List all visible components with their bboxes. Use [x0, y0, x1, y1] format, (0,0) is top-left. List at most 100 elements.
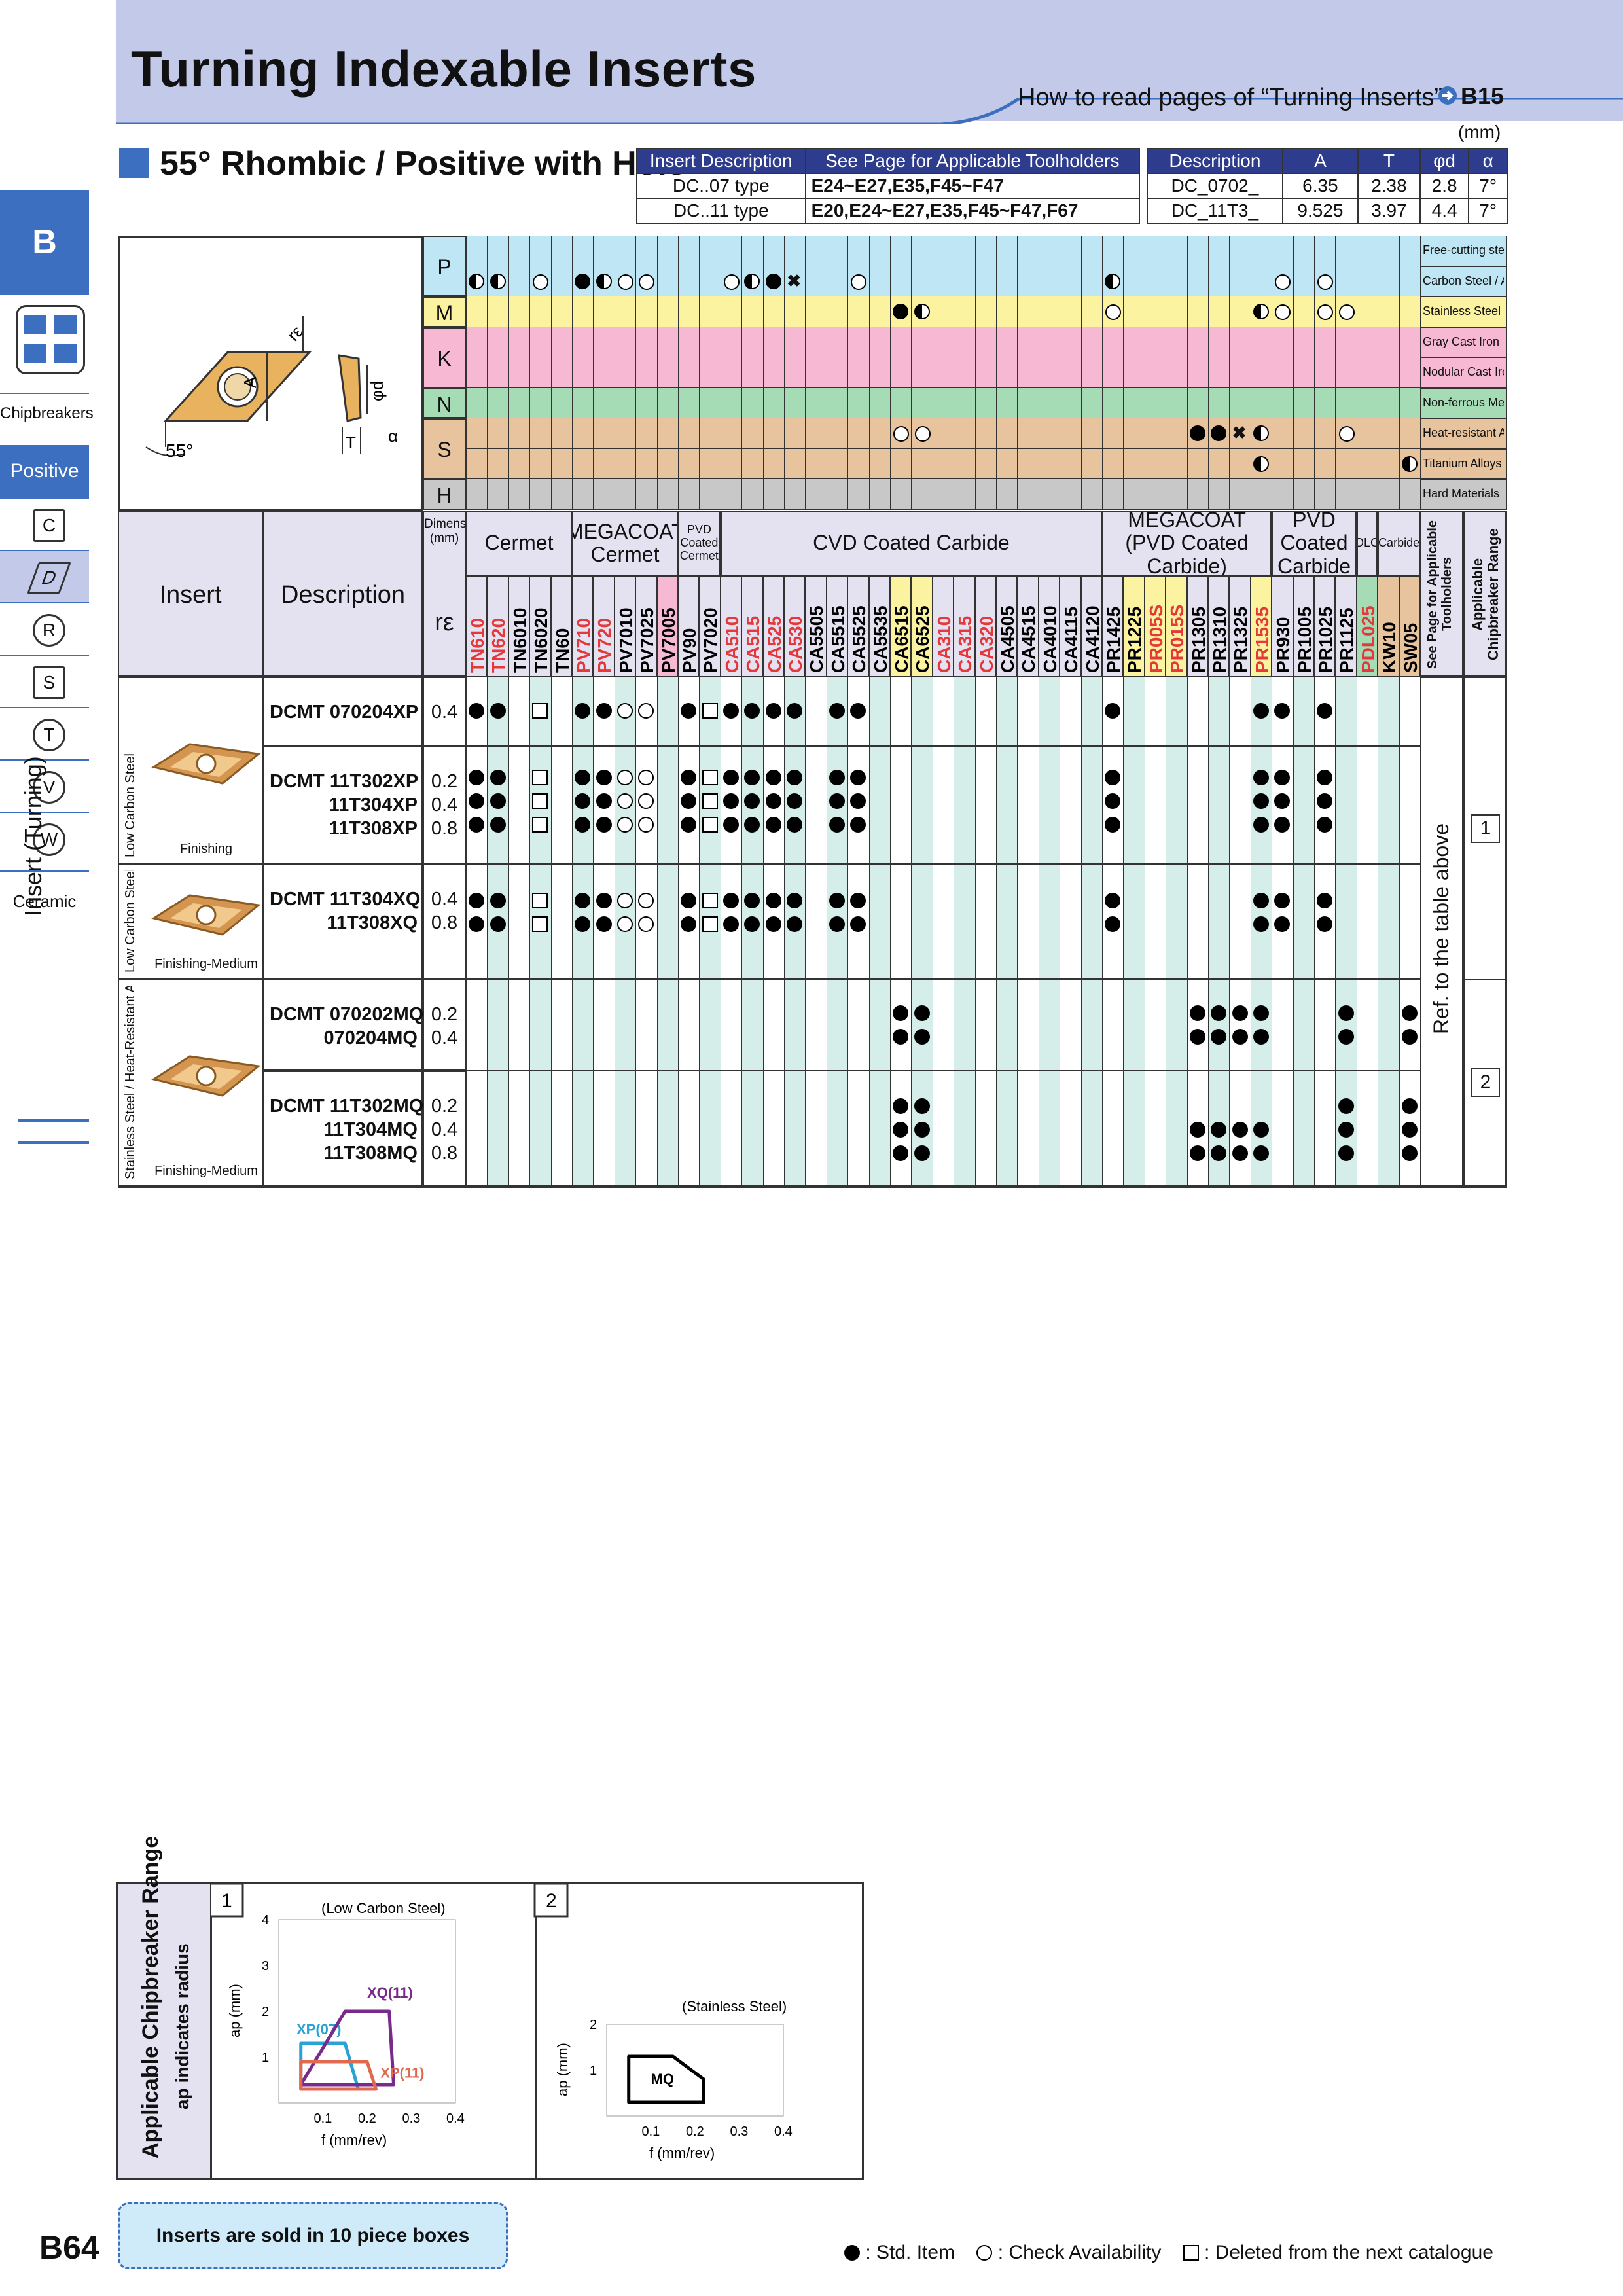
check-availability-icon [638, 916, 654, 932]
std-item-icon [1401, 1098, 1418, 1114]
nose-radius: 0.8 [431, 818, 458, 839]
sidebar-ceramic[interactable]: Ceramic [0, 870, 89, 931]
std-item-icon [490, 817, 506, 833]
insert-description: DCMT 11T302XP [270, 771, 419, 792]
grade-pr1310: PR1310 [1209, 606, 1230, 673]
grade-column [1378, 677, 1399, 1186]
std-item-icon [744, 916, 760, 932]
material-label: Free-cutting steel [1423, 243, 1504, 257]
check-availability-icon [617, 893, 633, 908]
std-item-icon [1105, 817, 1121, 833]
sidebar-shape-t[interactable]: T [0, 707, 89, 761]
grade-ca4120: CA4120 [1082, 605, 1103, 673]
x-tick-label: 0.4 [774, 2125, 793, 2139]
std-item-icon [490, 916, 506, 932]
sidebar-shape-v[interactable]: V [0, 759, 89, 813]
howto-page-ref[interactable]: B15 [1461, 82, 1505, 109]
deleted-item-icon [532, 793, 548, 809]
grade-header-cell [847, 576, 869, 677]
grade-header-cell [890, 576, 912, 677]
range-ref-1[interactable]: 1 [1471, 814, 1500, 843]
header-curve [116, 98, 1623, 124]
material-code-m: M [423, 296, 466, 327]
grade-tn60: TN60 [552, 628, 573, 673]
material-suitability-icon [765, 273, 781, 289]
material-suitability-icon [1275, 274, 1291, 290]
row-divider [1463, 979, 1507, 980]
std-item-icon [1317, 817, 1333, 833]
sidebar-shape-w[interactable]: W [0, 812, 89, 865]
std-item-icon [575, 703, 591, 719]
howto-link[interactable]: How to read pages of “Turning Inserts” [1018, 84, 1443, 111]
grade-sw05: SW05 [1400, 622, 1421, 673]
panel-number-box [210, 1884, 244, 1918]
material-code-k: K [423, 327, 466, 388]
std-item-icon [1232, 1005, 1248, 1021]
th-insert-description: Insert Description [636, 148, 806, 174]
grade-kw10: KW10 [1379, 622, 1400, 673]
material-suitability-icon [1317, 304, 1334, 321]
y-axis-label: ap (mm) [226, 1984, 243, 2037]
grade-header-cell [762, 576, 784, 677]
re-header: rε [435, 609, 454, 636]
grid-line [1420, 236, 1421, 510]
grade-ca4505: CA4505 [997, 605, 1018, 673]
grade-header-cell [635, 576, 657, 677]
panel-number: 2 [546, 1890, 557, 1912]
nose-radius: 0.2 [431, 1096, 458, 1117]
grid-line [1123, 236, 1124, 510]
sidebar-shape-r[interactable]: R [0, 602, 89, 656]
chipbreaker-icon[interactable] [16, 305, 85, 374]
nose-radius: 0.8 [431, 912, 458, 933]
x-tick-label: 0.1 [642, 2125, 660, 2139]
grade-ca5505: CA5505 [806, 605, 827, 673]
insert-description: 11T304MQ [323, 1119, 418, 1140]
sidebar-chipbreakers[interactable]: Chipbreakers [0, 393, 94, 433]
std-item-icon [744, 703, 760, 719]
material-row-bg [466, 387, 1420, 418]
std-item-icon [575, 793, 591, 809]
chip-range-header: Applicable Chipbreaker Range [1469, 528, 1502, 660]
series-label: XQ(11) [367, 1984, 413, 2001]
std-item-icon [1253, 793, 1269, 809]
material-label: Non-ferrous Metals [1423, 395, 1504, 409]
deleted-item-icon [532, 770, 548, 785]
sidebar-shape-s[interactable]: S [0, 655, 89, 708]
grade-column [1017, 677, 1039, 1186]
nose-radius: 0.4 [431, 795, 458, 816]
arrow-right-icon[interactable] [1437, 85, 1458, 106]
chip-range-column [1463, 677, 1507, 1186]
std-item-icon [765, 893, 781, 908]
grid-line [678, 236, 679, 510]
sidebar-shape-d[interactable]: D [0, 550, 89, 603]
grade-ca525: CA525 [764, 615, 785, 673]
std-item-icon [765, 793, 781, 809]
grade-ca530: CA530 [785, 615, 806, 673]
check-availability-icon [617, 817, 633, 833]
x-tick-label: 0.1 [314, 2111, 332, 2126]
std-item-icon [723, 793, 739, 809]
sidebar-shape-c[interactable]: C [0, 497, 89, 551]
check-availability-icon [638, 770, 654, 785]
x-axis-label: f (mm/rev) [321, 2132, 387, 2148]
std-item-icon [893, 1029, 909, 1045]
material-label-cell [1420, 236, 1507, 266]
application-label: Finishing-Medium [154, 1164, 258, 1178]
material-code-n: N [423, 387, 466, 418]
grid-bottom-border [118, 1186, 1507, 1188]
std-item-icon [575, 916, 591, 932]
grade-column [954, 677, 975, 1186]
grade-column [1038, 677, 1060, 1186]
grade-ca6515: CA6515 [891, 605, 912, 673]
sidebar-positive[interactable]: Positive [0, 445, 89, 497]
grid-line [550, 236, 552, 510]
std-item-icon [596, 703, 612, 719]
section-tab-b[interactable]: B [0, 190, 89, 295]
grid-line [974, 236, 976, 510]
std-item-icon [1253, 1029, 1269, 1045]
material-suitability-icon [639, 274, 655, 290]
range-ref-2[interactable]: 2 [1471, 1068, 1500, 1097]
std-item-icon [1232, 1029, 1248, 1045]
std-item-icon [1401, 1005, 1418, 1021]
